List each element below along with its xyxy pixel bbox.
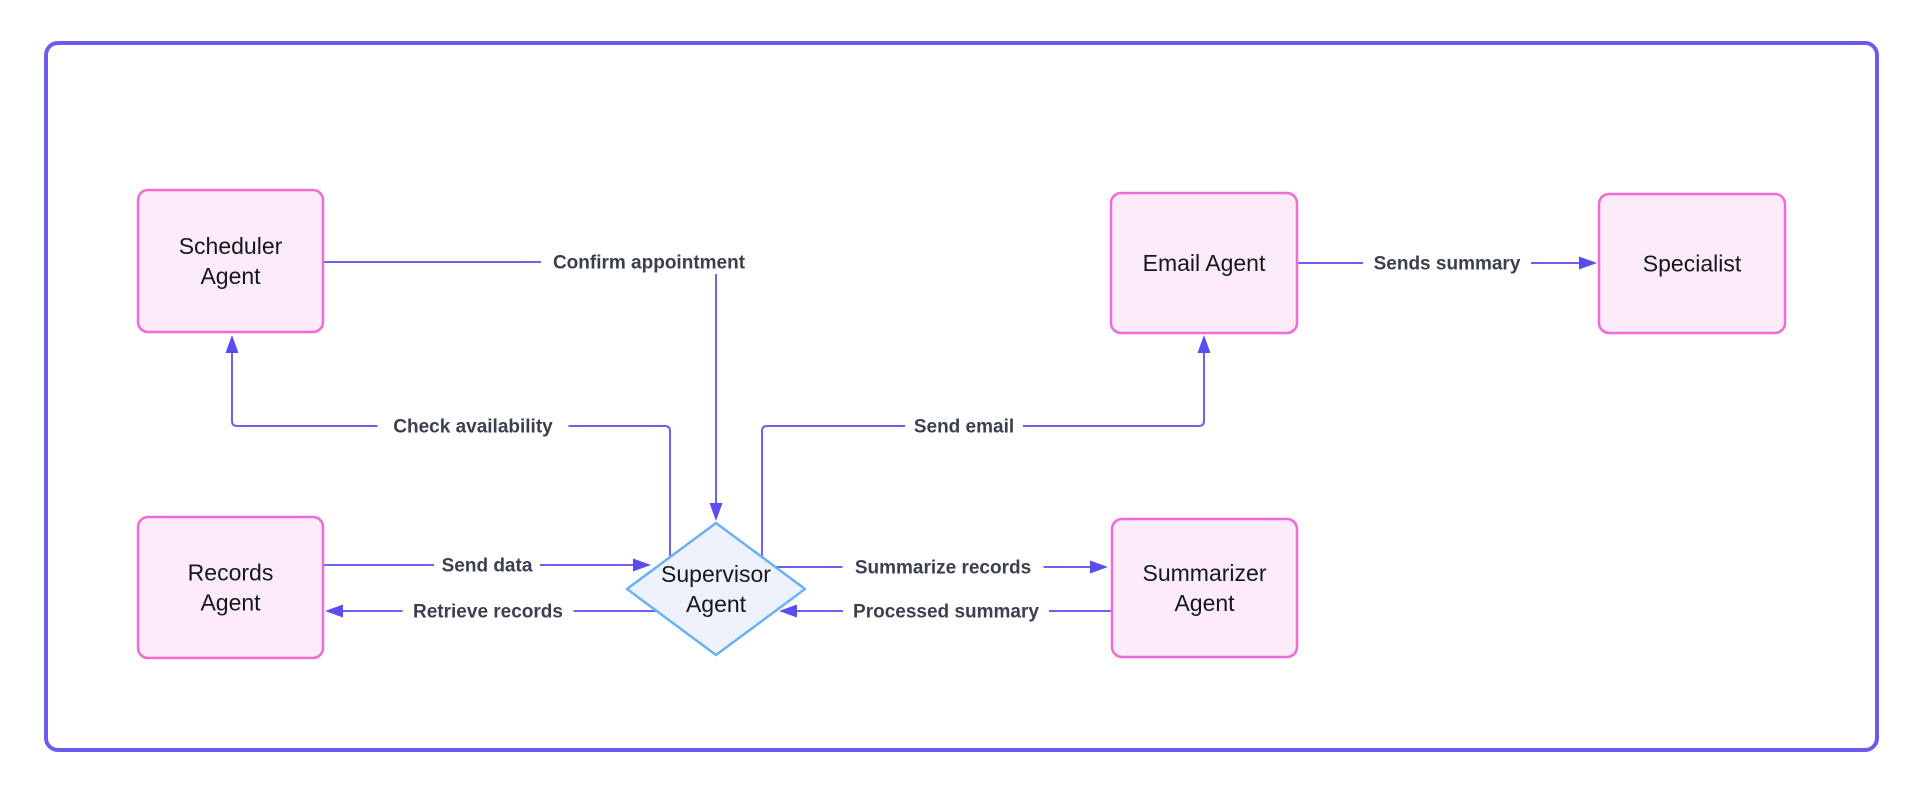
arrowhead-icon	[325, 604, 343, 618]
node-label-line: Agent	[200, 590, 261, 616]
edge-label-text: Send email	[914, 417, 1014, 438]
arrowhead-icon	[1197, 335, 1211, 353]
node-shape-scheduler-agent[interactable]	[136, 188, 325, 334]
arrowhead-icon	[779, 604, 797, 618]
edge-label-text: Processed summary	[853, 602, 1039, 623]
edge-line-confirm-appointment	[323, 261, 717, 512]
arrowhead-icon	[1579, 256, 1597, 270]
arrowhead-icon	[225, 335, 239, 353]
node-label-line: Specialist	[1643, 251, 1742, 277]
edge-label-bg	[434, 553, 540, 577]
node-label-line: Summarizer	[1143, 560, 1267, 586]
edge-label-text: Confirm appointment	[553, 253, 746, 274]
node-label-line: Agent	[1174, 590, 1235, 616]
edge-label-bg	[905, 414, 1023, 438]
edge-label-text: Send data	[442, 556, 533, 577]
node-label-email-agent: Email Agent	[1143, 250, 1266, 276]
node-specialist[interactable]: Specialist	[1597, 192, 1787, 335]
node-label-line: Agent	[200, 263, 261, 289]
edge-label-send-email: Send email	[905, 414, 1023, 438]
edge-label-processed-summary: Processed summary	[843, 599, 1049, 623]
node-shape-summarizer-agent[interactable]	[1110, 517, 1299, 659]
arrowhead-icon	[709, 503, 723, 521]
edge-label-bg	[843, 599, 1049, 623]
node-label-line: Scheduler	[179, 233, 283, 259]
edge-label-bg	[377, 414, 569, 438]
node-shape-records-agent[interactable]	[136, 515, 325, 660]
edge-label-bg	[842, 555, 1044, 579]
arrowhead-icon	[633, 558, 651, 572]
node-shape-specialist[interactable]	[1597, 192, 1787, 335]
edge-label-retrieve-records: Retrieve records	[402, 599, 574, 623]
edge-label-confirm-appointment: Confirm appointment	[541, 250, 757, 274]
edge-label-bg	[402, 599, 574, 623]
node-email-agent[interactable]: Email Agent	[1109, 191, 1299, 335]
node-label-line: Records	[188, 560, 274, 586]
edge-label-text: Sends summary	[1374, 254, 1521, 275]
edge-label-text: Retrieve records	[413, 602, 563, 623]
node-label-line: Supervisor	[661, 561, 771, 587]
edge-label-check-availability: Check availability	[377, 414, 569, 438]
edge-label-bg	[541, 250, 757, 274]
node-label-line: Email Agent	[1143, 250, 1266, 276]
node-shape-supervisor-agent[interactable]	[625, 521, 807, 657]
edge-confirm-appointment	[323, 261, 723, 521]
edge-label-text: Check availability	[393, 417, 553, 438]
node-label-line: Agent	[686, 591, 747, 617]
edge-label-sends-summary: Sends summary	[1363, 251, 1531, 275]
edge-label-summarize-records: Summarize records	[842, 555, 1044, 579]
node-label-specialist: Specialist	[1643, 251, 1742, 277]
edge-label-text: Summarize records	[855, 558, 1031, 579]
arrowhead-icon	[1090, 560, 1108, 574]
node-shape-email-agent[interactable]	[1109, 191, 1299, 335]
edge-label-send-data: Send data	[434, 553, 540, 577]
edge-label-bg	[1363, 251, 1531, 275]
diagram-frame	[44, 41, 1879, 752]
